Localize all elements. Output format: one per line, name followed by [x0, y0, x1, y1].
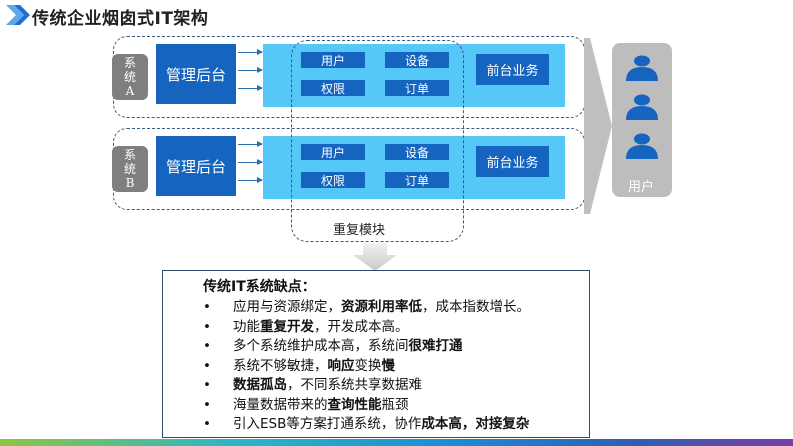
drawback-item: 应用与资源绑定，资源利用率低，成本指数增长。 [203, 298, 589, 318]
drawback-text: ，不同系统共享数据难 [287, 377, 422, 393]
drawback-text: 海量数据带来的 [233, 396, 328, 413]
system-label-line: 统 [123, 162, 136, 176]
module-box: 用户 [301, 52, 365, 68]
down-arrow-icon [353, 243, 397, 271]
drawback-text: ，成本指数增长。 [422, 299, 530, 315]
system-label-line: B [125, 176, 135, 190]
module-box: 设备 [385, 52, 449, 68]
duplicate-modules-outline [291, 40, 464, 242]
drawback-emphasis: 资源利用率低 [341, 299, 422, 315]
bottom-gradient-bar [0, 439, 793, 446]
arrow-icon [238, 67, 263, 73]
module-box: 订单 [385, 172, 449, 188]
drawbacks-list: 应用与资源绑定，资源利用率低，成本指数增长。功能重复开发，开发成本高。多个系统维… [203, 298, 589, 435]
drawback-item: 功能重复开发，开发成本高。 [203, 318, 589, 338]
users-label: 用户 [628, 180, 655, 195]
drawback-text: 变换 [354, 357, 382, 374]
drawback-text: ，开发成本高。 [314, 318, 409, 335]
drawback-item: 数据孤岛，不同系统共享数据难 [203, 376, 589, 396]
module-box: 设备 [385, 144, 449, 160]
drawback-text: 引入ESB等方案打通系统，协作 [233, 416, 422, 432]
system-label-line: 系 [123, 148, 136, 162]
arrow-icon [238, 159, 263, 165]
drawback-text: 多个系统维护成本高，系统间 [233, 338, 409, 354]
drawback-emphasis: 成本高，对接复杂 [421, 416, 530, 432]
user-icon [626, 94, 658, 120]
admin-backend-box: 管理后台 [156, 44, 236, 104]
system-label-line: 系 [123, 56, 136, 70]
module-box: 用户 [301, 144, 365, 160]
page-title: 传统企业烟囱式IT架构 [32, 9, 209, 29]
frontend-business-box: 前台业务 [476, 54, 549, 85]
drawback-text: 功能 [233, 318, 260, 335]
drawback-emphasis: 查询性能 [327, 396, 382, 413]
drawbacks-box: 传统IT系统缺点： 应用与资源绑定，资源利用率低，成本指数增长。功能重复开发，开… [162, 270, 590, 438]
drawbacks-heading: 传统IT系统缺点： [203, 279, 316, 295]
module-box: 订单 [385, 80, 449, 96]
arrow-icon [238, 177, 263, 183]
drawback-item: 多个系统维护成本高，系统间很难打通 [203, 337, 589, 357]
arrow-icon [238, 141, 263, 147]
user-icon [626, 133, 658, 159]
arrow-icon [238, 49, 263, 55]
drawback-emphasis: 慢 [381, 357, 396, 374]
drawback-text: 系统不够敏捷， [233, 357, 328, 374]
system-label-line: 统 [123, 70, 136, 84]
drawback-emphasis: 重复开发 [260, 318, 314, 335]
arrow-icon [238, 85, 263, 91]
drawback-text: 应用与资源绑定， [233, 299, 341, 315]
duplicate-modules-label: 重复模块 [333, 223, 386, 238]
user-icon [626, 55, 658, 81]
chevron-title-icon [6, 5, 30, 25]
right-arrow-shape [584, 38, 612, 214]
module-box: 权限 [301, 80, 365, 96]
admin-backend-box: 管理后台 [156, 136, 236, 196]
drawback-item: 引入ESB等方案打通系统，协作成本高，对接复杂 [203, 415, 589, 435]
drawback-emphasis: 响应 [327, 357, 355, 374]
drawback-item: 海量数据带来的查询性能瓶颈 [203, 396, 589, 416]
frontend-business-box: 前台业务 [476, 146, 549, 177]
system-label-line: A [125, 84, 135, 98]
user-icons [626, 55, 658, 159]
drawback-emphasis: 数据孤岛 [233, 377, 287, 393]
drawback-text: 瓶颈 [381, 396, 409, 413]
drawback-emphasis: 很难打通 [408, 338, 463, 354]
module-box: 权限 [301, 172, 365, 188]
drawback-item: 系统不够敏捷，响应变换慢 [203, 357, 589, 377]
